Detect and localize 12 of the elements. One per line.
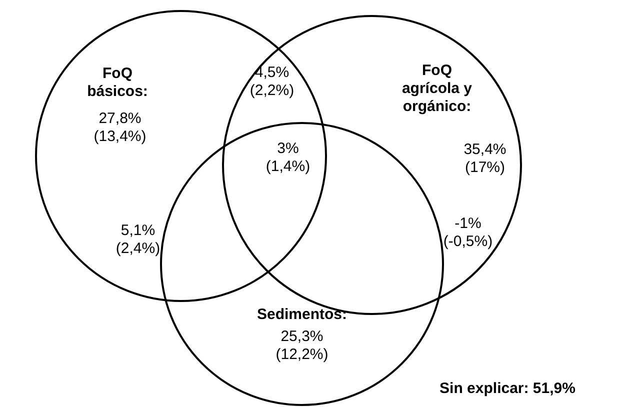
circle-heading: Sedimentos:	[256, 306, 348, 324]
circle-heading: FoQ agrícola y orgánico:	[400, 62, 474, 116]
overlap-value: 3% (1,4%)	[264, 140, 312, 176]
overlap-value: 4,5% (2,2%)	[248, 64, 296, 100]
overlap-value: 5,1% (2,4%)	[114, 222, 162, 258]
percentage-value: 35,4% (17%)	[462, 141, 508, 177]
percentage-value: 25,3% (12,2%)	[274, 328, 330, 364]
percentage-value: 27,8% (13,4%)	[92, 110, 148, 146]
circle-heading: FoQ básicos:	[86, 65, 149, 101]
unexplained-note: Sin explicar: 51,9%	[438, 380, 576, 398]
overlap-value: -1% (-0,5%)	[442, 215, 494, 251]
venn-circle	[35, 10, 327, 302]
